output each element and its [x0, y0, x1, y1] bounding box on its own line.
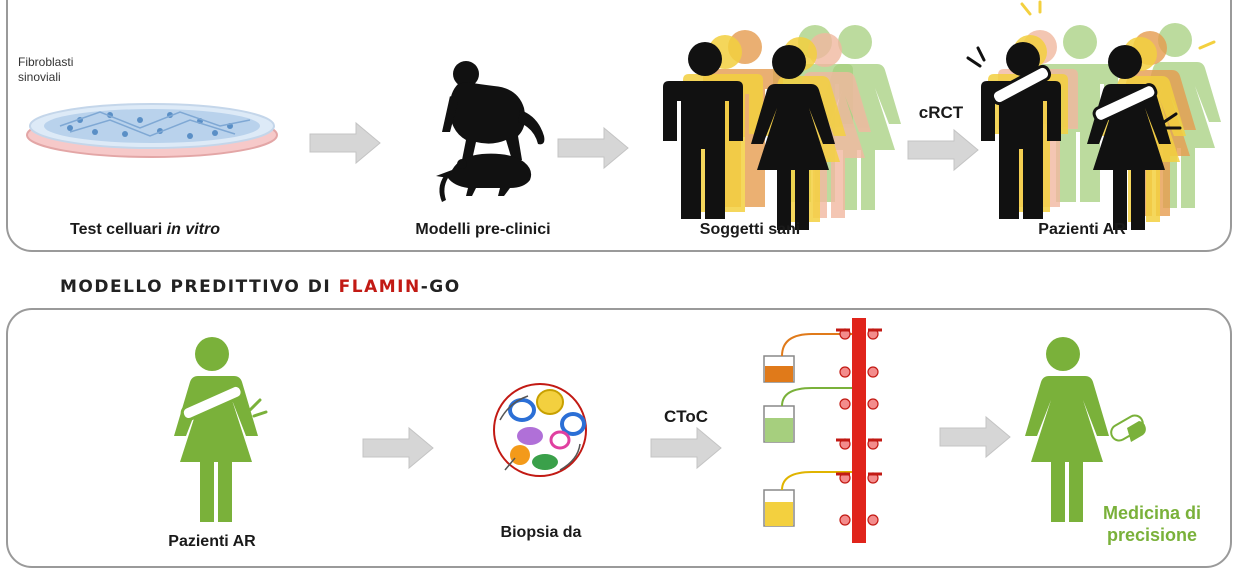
- stage-label-in-vitro: Test celluari in vitro: [70, 221, 220, 238]
- healthy-subjects-group: [663, 25, 901, 230]
- yellow-medium-container: [765, 502, 793, 526]
- stage-label-ra-patients-bottom: Pazienti AR: [168, 533, 256, 550]
- arrow-icon: [650, 427, 722, 469]
- brand-name: FLAMIN: [338, 277, 421, 297]
- stage-label-healthy-subjects: Soggetti sani: [699, 221, 801, 238]
- diagram-artwork: [26, 0, 1221, 543]
- stage-label-preclinical: Modelli pre-clinici: [415, 221, 551, 238]
- arrow-icon: [939, 416, 1011, 458]
- arrow-icon: [907, 129, 979, 171]
- green-patient-icon: [174, 337, 268, 522]
- monkey-icon: [442, 61, 545, 160]
- section-title: MODELLO PREDITTIVO DI FLAMIN-GO: [60, 277, 461, 297]
- precision-medicine-figure-icon: [1025, 337, 1109, 522]
- dish-caption: Fibroblasti sinoviali: [18, 55, 74, 84]
- green-medium-container: [765, 418, 793, 442]
- petri-dish-icon: [26, 103, 278, 158]
- stage-label-biopsy: Biopsia da: [500, 524, 582, 541]
- arrow-icon: [557, 127, 629, 169]
- arrow-label-crct: cRCT: [918, 103, 964, 122]
- orange-medium-container: [765, 366, 793, 382]
- biopsy-cells-icon: [493, 383, 587, 477]
- stage-label-precision-medicine: Medicina di precisione: [1102, 503, 1201, 545]
- arrow-icon: [309, 122, 381, 164]
- stage-label-ra-patients: Pazienti AR: [1038, 221, 1126, 238]
- arrow-label-ctoc: CToC: [663, 407, 709, 426]
- rat-icon: [436, 153, 532, 202]
- pill-icon: [1110, 414, 1146, 442]
- ra-patients-group: [966, 0, 1221, 230]
- chip-culture-group: [763, 318, 882, 543]
- arrow-icon: [362, 427, 434, 469]
